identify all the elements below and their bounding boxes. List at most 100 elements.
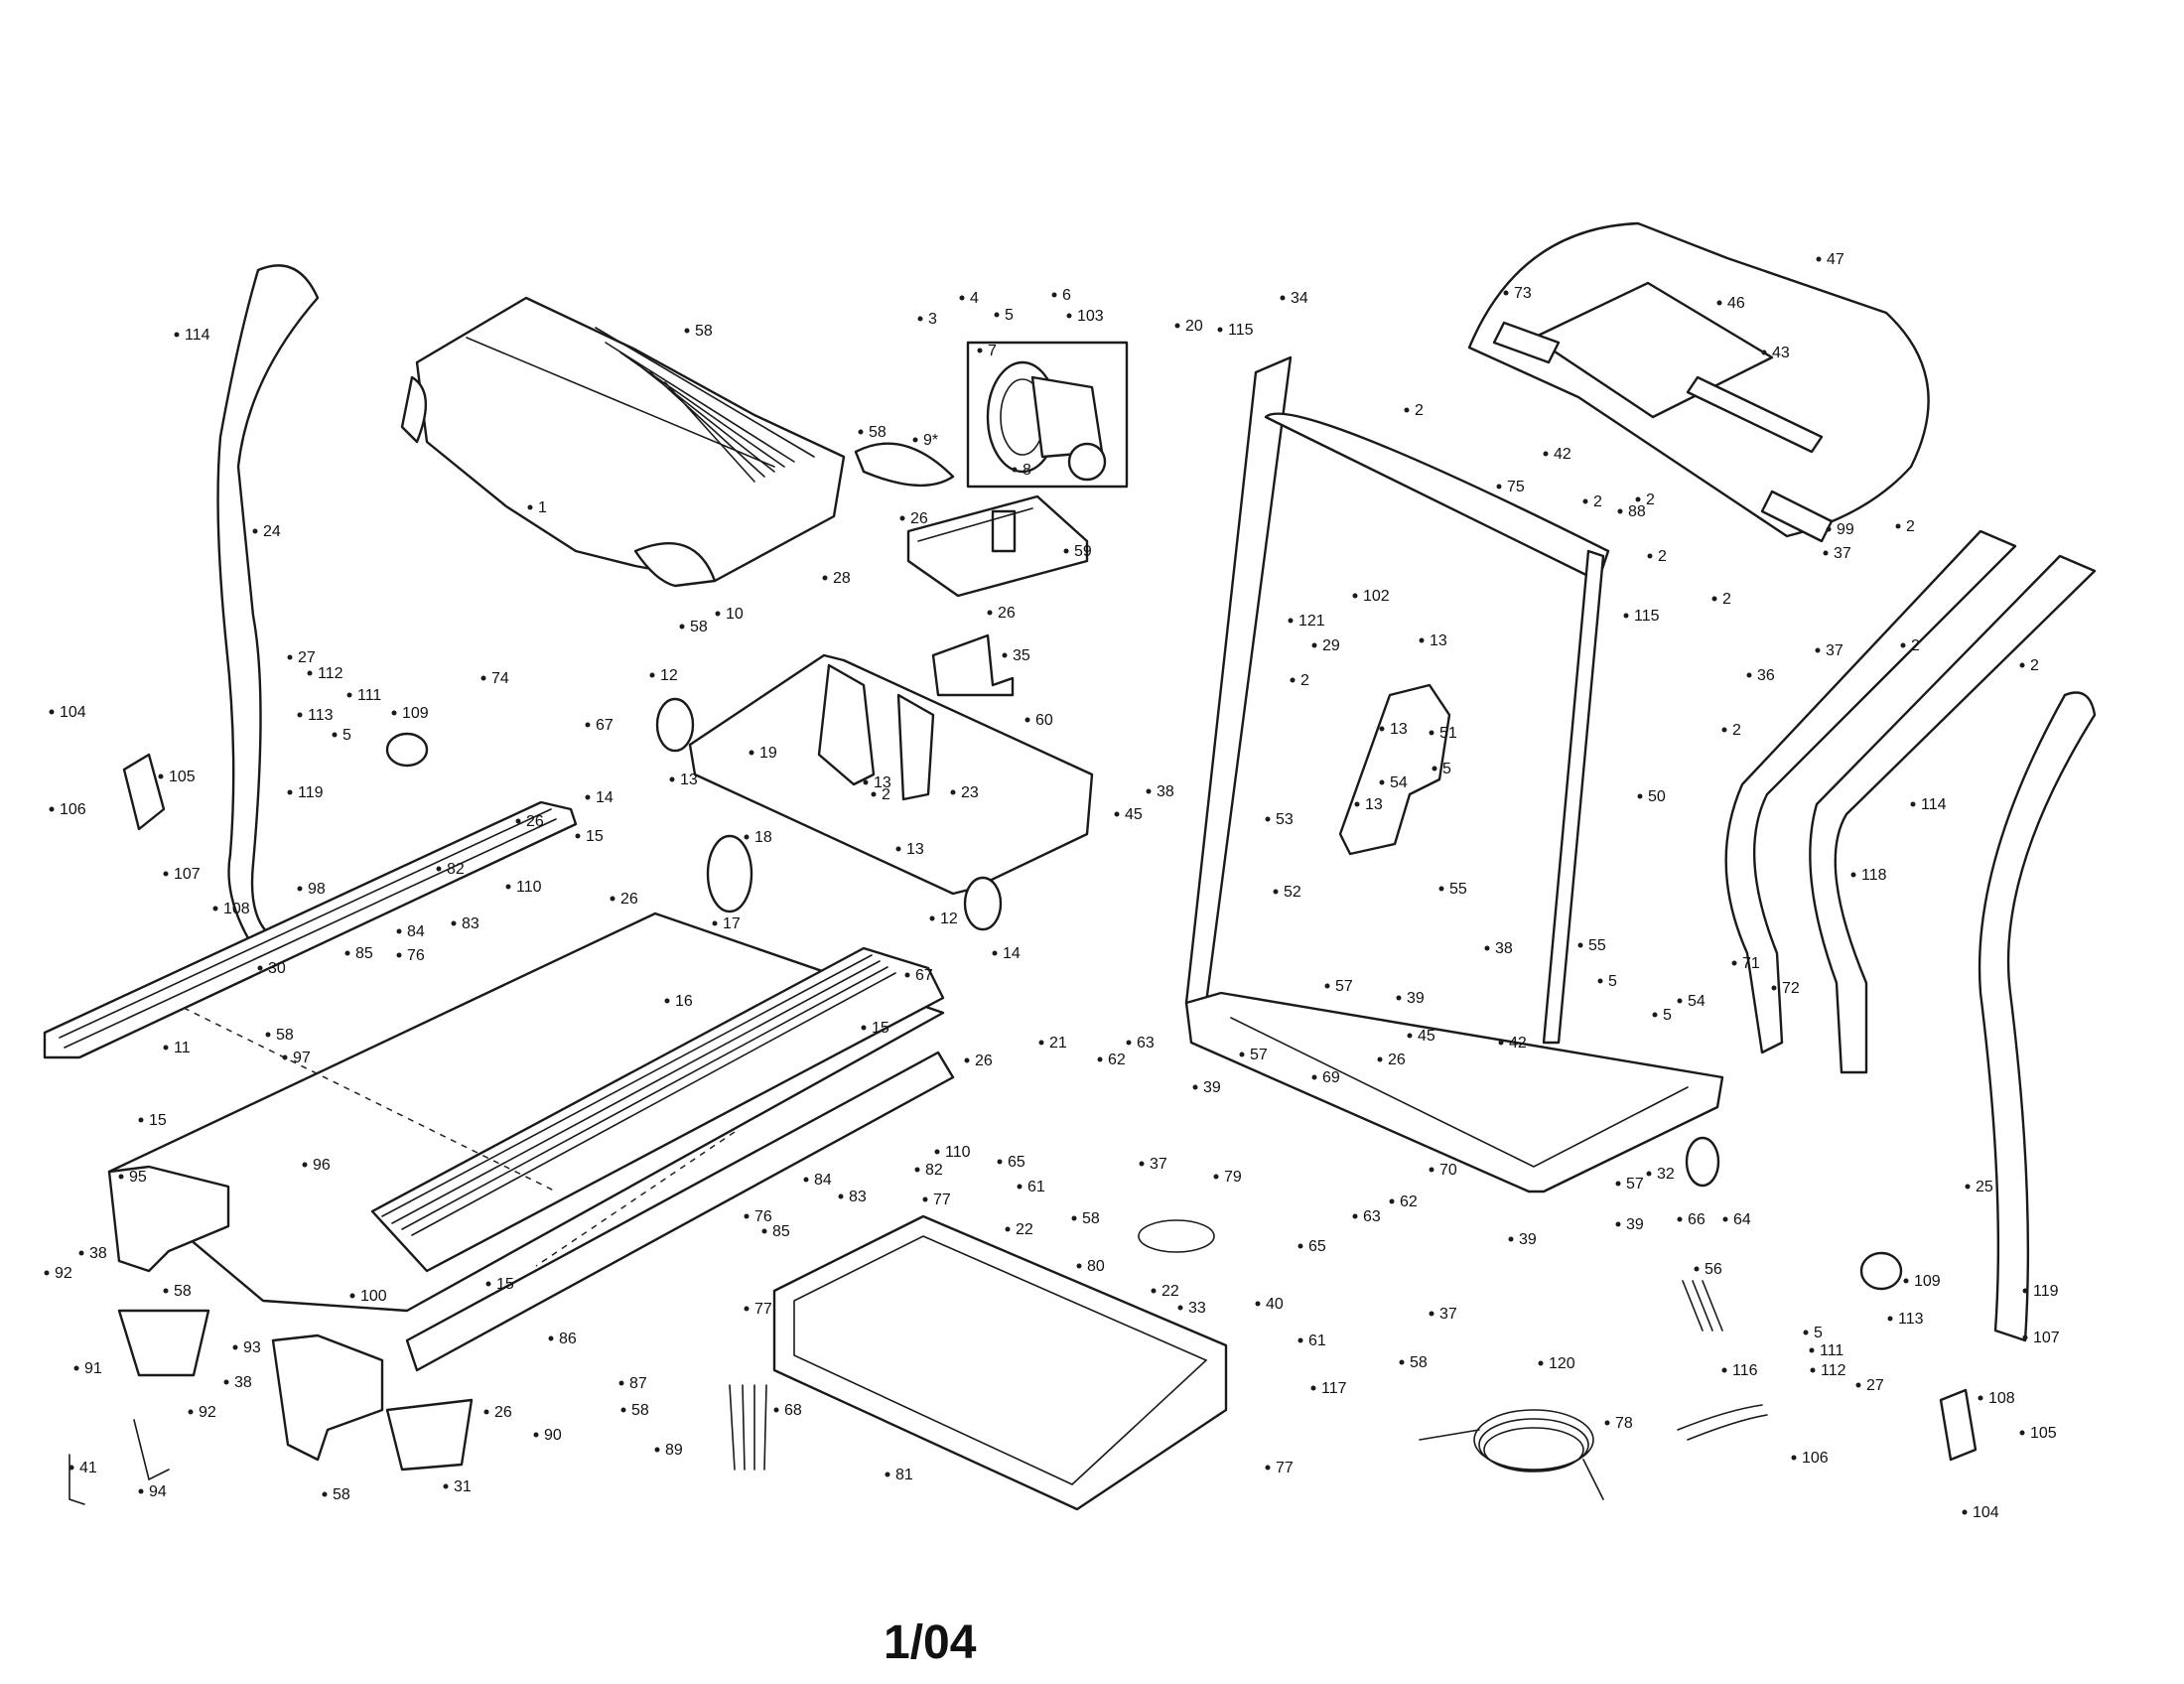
callout-marker: [895, 846, 901, 852]
callout-label: 26: [998, 605, 1016, 622]
callout-marker: [1066, 313, 1072, 319]
callout-label: 91: [84, 1360, 102, 1377]
callout-label: 2: [882, 786, 890, 803]
callout-marker: [1538, 1360, 1544, 1366]
callout-label: 39: [1626, 1216, 1644, 1233]
callout-label: 61: [1027, 1179, 1045, 1195]
callout-marker: [1429, 1167, 1434, 1173]
callout-label: 115: [1634, 608, 1660, 625]
callout-marker: [1615, 1181, 1621, 1187]
callout-marker: [1978, 1395, 1983, 1401]
callout-marker: [396, 952, 402, 958]
callout-label: 58: [276, 1027, 294, 1044]
callout-label: 55: [1449, 881, 1467, 898]
callout-label: 118: [1861, 867, 1887, 884]
callout-marker: [1623, 613, 1629, 619]
callout-marker: [1597, 978, 1603, 984]
callout-marker: [1895, 523, 1901, 529]
callout-label: 55: [1588, 937, 1606, 954]
callout-label: 84: [814, 1172, 832, 1189]
callout-label: 98: [308, 881, 326, 898]
callout-label: 45: [1418, 1028, 1435, 1045]
callout-label: 77: [933, 1192, 951, 1208]
callout-marker: [1217, 327, 1223, 333]
callout-marker: [1429, 730, 1434, 736]
callout-label: 80: [1087, 1258, 1105, 1275]
callout-marker: [1496, 484, 1502, 490]
callout-label: 26: [526, 813, 544, 830]
callout-label: 12: [660, 667, 678, 684]
callout-marker: [1311, 1074, 1317, 1080]
callout-marker: [163, 1045, 169, 1051]
callout-marker: [1646, 1171, 1652, 1177]
callout-label: 13: [1430, 632, 1447, 649]
callout-marker: [548, 1335, 554, 1341]
callout-label: 57: [1250, 1047, 1268, 1063]
callout-label: 15: [872, 1020, 889, 1037]
callout-label: 19: [759, 745, 777, 762]
callout-marker: [1146, 788, 1152, 794]
callout-label: 8: [1023, 462, 1031, 479]
callout-label: 85: [772, 1223, 790, 1240]
callout-marker: [443, 1483, 449, 1489]
callout-label: 2: [1593, 493, 1602, 510]
bracket-35: [931, 633, 1015, 697]
callout-label: 56: [1705, 1261, 1722, 1278]
callout-label: 39: [1203, 1079, 1221, 1096]
callout-label: 76: [754, 1208, 772, 1225]
ties-68: [729, 1384, 767, 1471]
right-uprights: [1724, 529, 2097, 1342]
callout-label: 27: [1866, 1377, 1884, 1394]
callout-marker: [1722, 1216, 1728, 1222]
callout-marker: [1051, 292, 1057, 298]
callout-marker: [1810, 1367, 1816, 1373]
callout-label: 113: [308, 707, 334, 724]
callout-label: 5: [1814, 1325, 1823, 1341]
callout-label: 47: [1827, 251, 1844, 268]
callout-marker: [396, 928, 402, 934]
callout-label: 66: [1688, 1211, 1706, 1228]
callout-label: 113: [1898, 1311, 1924, 1328]
callout-marker: [914, 1167, 920, 1173]
callout-label: 5: [1608, 973, 1617, 990]
callout-label: 97: [293, 1050, 311, 1066]
callout-marker: [922, 1196, 928, 1202]
callout-marker: [744, 1213, 750, 1219]
callout-marker: [1389, 1198, 1395, 1204]
callout-marker: [297, 886, 303, 892]
callout-label: 37: [1439, 1306, 1457, 1323]
callout-labels: 1142427112111109113510410510610710811998…: [44, 251, 2060, 1521]
callout-marker: [679, 624, 685, 630]
callout-label: 39: [1407, 990, 1425, 1007]
callout-label: 13: [1390, 721, 1408, 738]
callout-marker: [1615, 1221, 1621, 1227]
callout-label: 107: [2033, 1330, 2060, 1346]
callout-marker: [1721, 1367, 1727, 1373]
callout-label: 70: [1439, 1162, 1457, 1179]
callout-label: 36: [1757, 667, 1775, 684]
callout-marker: [1419, 637, 1425, 643]
callout-label: 58: [690, 619, 708, 635]
callout-label: 62: [1400, 1193, 1418, 1210]
callout-marker: [899, 515, 905, 521]
callout-label: 107: [174, 866, 201, 883]
callout-label: 51: [1439, 725, 1457, 742]
callout-label: 90: [544, 1427, 562, 1444]
walking-deck: [107, 912, 955, 1372]
callout-label: 24: [263, 523, 281, 540]
callout-marker: [1354, 801, 1360, 807]
callout-label: 11: [174, 1040, 191, 1056]
callout-marker: [1604, 1420, 1610, 1426]
callout-marker: [977, 348, 983, 353]
pulley-17: [706, 834, 753, 913]
page-number: 1/04: [884, 1616, 977, 1669]
callout-label: 15: [586, 828, 604, 845]
callout-marker: [992, 950, 998, 956]
callout-marker: [1297, 1337, 1303, 1343]
callout-label: 69: [1322, 1069, 1340, 1086]
callout-label: 18: [754, 829, 772, 846]
callout-label: 58: [1410, 1354, 1428, 1371]
callout-label: 59: [1074, 543, 1092, 560]
callout-marker: [744, 1306, 750, 1312]
